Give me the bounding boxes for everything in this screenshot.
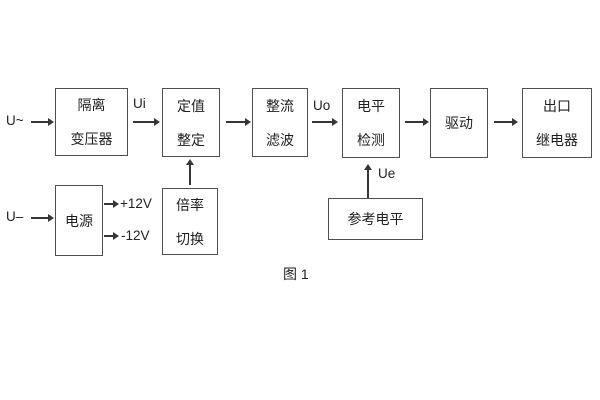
block-label: 出口: [543, 98, 571, 114]
arrowhead-icon: [423, 117, 429, 126]
arrowhead-icon: [113, 231, 119, 240]
block-label: 电平: [357, 98, 385, 114]
block-driver: 驱动: [430, 88, 488, 158]
rail-plus12-label: +12V: [120, 196, 152, 211]
block-label: 倍率: [176, 196, 204, 213]
signal-ue-label: Ue: [378, 166, 396, 181]
arrow-ratio-to-setting: [185, 159, 194, 185]
block-label: 滤波: [266, 131, 294, 148]
arrowhead-icon: [113, 199, 119, 208]
block-isolation-transformer: 隔离 变压器: [55, 88, 128, 156]
block-label: 驱动: [445, 115, 473, 131]
arrow-isolation-to-setting: [133, 117, 160, 126]
block-reference-level: 参考电平: [328, 198, 423, 240]
rail-minus12-label: -12V: [121, 228, 150, 243]
block-value-setting: 定值 整定: [162, 88, 220, 157]
ac-input-label: U~: [6, 113, 24, 128]
arrowhead-icon: [185, 159, 194, 165]
dc-input-label: U–: [6, 209, 24, 224]
block-rectifier-filter: 整流 滤波: [252, 88, 308, 157]
arrowhead-icon: [363, 164, 372, 170]
arrow-dc-to-power: [31, 213, 54, 222]
arrowhead-icon: [48, 213, 54, 222]
block-label: 变压器: [70, 131, 113, 147]
block-label: 隔离: [77, 97, 106, 113]
arrowhead-icon: [154, 117, 160, 126]
arrow-ac-to-isolation: [31, 117, 54, 126]
arrow-power-minus12: [104, 231, 119, 240]
arrow-driver-to-relay: [494, 117, 518, 126]
arrowhead-icon: [332, 117, 338, 126]
arrow-setting-to-rectifier: [226, 117, 251, 126]
block-label: 整流: [266, 97, 294, 114]
arrow-rectifier-to-detection: [312, 117, 338, 126]
arrow-reference-to-detection: [363, 164, 372, 198]
block-level-detection: 电平 检测: [342, 88, 400, 158]
block-label: 整定: [177, 131, 205, 148]
arrowhead-icon: [245, 117, 251, 126]
block-power-supply: 电源: [55, 185, 103, 256]
block-ratio-switching: 倍率 切换: [162, 188, 218, 255]
block-label: 检测: [357, 132, 385, 148]
arrowhead-icon: [512, 117, 518, 126]
block-label: 定值: [177, 97, 205, 114]
arrowhead-icon: [48, 117, 54, 126]
block-label: 电源: [65, 212, 93, 229]
signal-uo-label: Uo: [313, 98, 331, 113]
block-output-relay: 出口 继电器: [522, 88, 592, 158]
signal-ui-label: Ui: [133, 96, 146, 111]
arrow-power-plus12: [104, 199, 119, 208]
block-label: 继电器: [536, 132, 578, 148]
block-label: 切换: [176, 230, 204, 247]
arrow-detection-to-driver: [405, 117, 429, 126]
figure-caption: 图 1: [283, 266, 309, 282]
block-label: 参考电平: [347, 211, 404, 227]
